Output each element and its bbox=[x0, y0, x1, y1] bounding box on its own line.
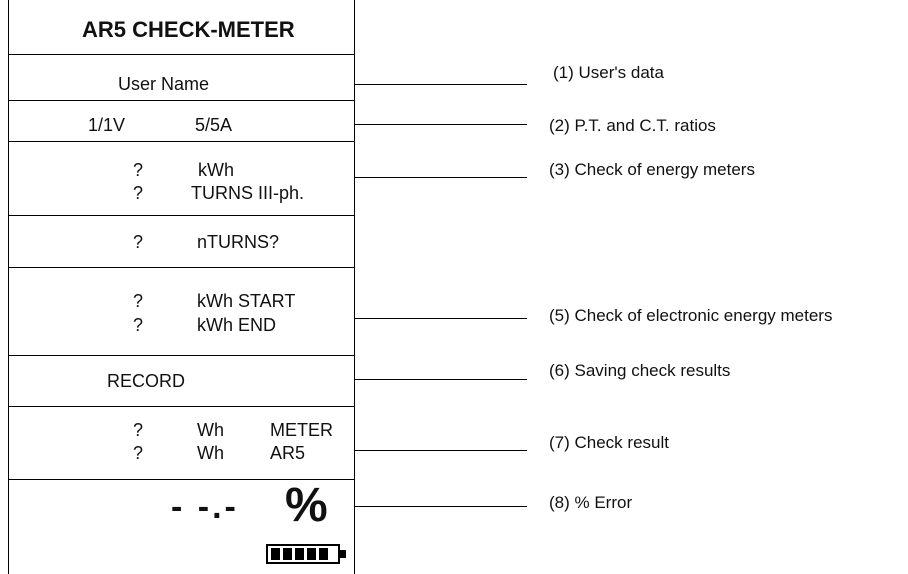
ar5-label: AR5 bbox=[270, 443, 306, 463]
error-percent: % bbox=[285, 479, 328, 532]
electronic-check-section: ? kWh START ? kWh END bbox=[9, 268, 354, 356]
leader-line-3 bbox=[355, 177, 527, 178]
kwh-end-value: ? bbox=[133, 315, 144, 335]
nturns-value: ? bbox=[133, 232, 144, 252]
user-name-section: User Name bbox=[9, 55, 354, 101]
title-section: AR5 CHECK-METER bbox=[9, 0, 354, 55]
meter-display-panel: AR5 CHECK-METER User Name 1/1V 5/5A ? kW… bbox=[8, 0, 355, 574]
callout-check-result: (7) Check result bbox=[549, 433, 669, 452]
energy-value: ? bbox=[133, 160, 144, 180]
leader-line-8 bbox=[355, 506, 527, 507]
ct-ratio: 5/5A bbox=[195, 115, 233, 135]
record-label: RECORD bbox=[107, 371, 186, 391]
result-section: ? Wh METER ? Wh AR5 bbox=[9, 407, 354, 480]
ar5-wh-value: ? bbox=[133, 443, 144, 463]
leader-line-6 bbox=[355, 379, 527, 380]
meter-label: METER bbox=[270, 420, 333, 440]
record-section: RECORD bbox=[9, 356, 354, 407]
kwh-end-label: kWh END bbox=[197, 315, 277, 335]
nturns-section: ? nTURNS? bbox=[9, 216, 354, 268]
error-value: - -.- bbox=[171, 488, 239, 526]
leader-line-1 bbox=[355, 84, 527, 85]
callout-saving-results: (6) Saving check results bbox=[549, 361, 731, 380]
ratios-section: 1/1V 5/5A bbox=[9, 101, 354, 142]
meter-wh-value: ? bbox=[133, 420, 144, 440]
callout-users-data: (1) User's data bbox=[553, 63, 664, 82]
turns-value: ? bbox=[133, 183, 144, 203]
callout-ratios: (2) P.T. and C.T. ratios bbox=[549, 116, 716, 135]
energy-unit: kWh bbox=[198, 160, 234, 180]
leader-line-5 bbox=[355, 318, 527, 319]
error-section: - -.- % bbox=[9, 480, 354, 574]
ar5-wh-unit: Wh bbox=[197, 443, 224, 463]
meter-wh-unit: Wh bbox=[197, 420, 224, 440]
turns-label: TURNS III-ph. bbox=[191, 183, 305, 203]
kwh-start-label: kWh START bbox=[197, 291, 296, 311]
callout-electronic-meters: (5) Check of electronic energy meters bbox=[549, 306, 833, 325]
callout-percent-error: (8) % Error bbox=[549, 493, 633, 512]
pt-ratio: 1/1V bbox=[88, 115, 126, 135]
callout-energy-meters: (3) Check of energy meters bbox=[549, 160, 755, 179]
nturns-label: nTURNS? bbox=[197, 232, 280, 252]
kwh-start-value: ? bbox=[133, 291, 144, 311]
leader-line-2 bbox=[355, 124, 527, 125]
energy-check-section: ? kWh ? TURNS III-ph. bbox=[9, 142, 354, 216]
leader-line-7 bbox=[355, 450, 527, 451]
display-title: AR5 CHECK-METER bbox=[82, 17, 295, 42]
battery-icon bbox=[266, 544, 346, 564]
user-name: User Name bbox=[118, 74, 210, 94]
